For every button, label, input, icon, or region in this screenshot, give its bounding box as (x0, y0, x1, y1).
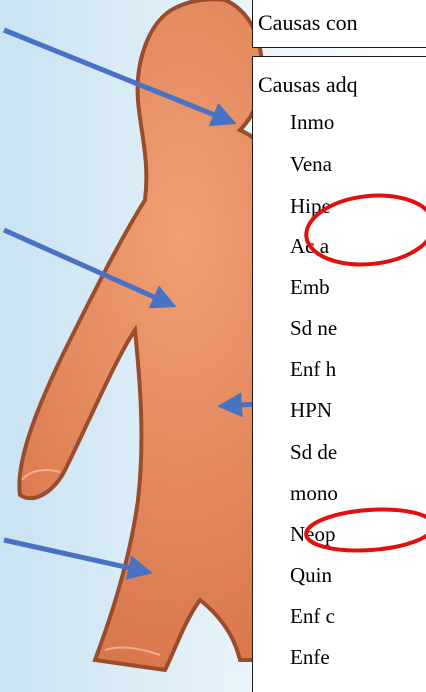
list-item: Quin (290, 563, 332, 588)
list-item: Hipe (290, 194, 331, 219)
list-item: Sd de (290, 440, 337, 465)
list-item: Sd ne (290, 316, 337, 341)
list-item: Vena (290, 152, 332, 177)
list-item: Enfe (290, 645, 330, 670)
heading-acquired: Causas adq (258, 72, 358, 98)
list-item: Emb (290, 275, 330, 300)
list-item: HPN (290, 398, 332, 423)
heading-congenital: Causas con (258, 10, 358, 36)
list-item: Neop (290, 522, 336, 547)
list-item: Enf c (290, 604, 335, 629)
list-item: Ac a (290, 234, 329, 259)
acquired-causes-box (252, 56, 426, 692)
list-item: mono (290, 481, 338, 506)
list-item: Enf h (290, 357, 336, 382)
list-item: Inmo (290, 110, 334, 135)
